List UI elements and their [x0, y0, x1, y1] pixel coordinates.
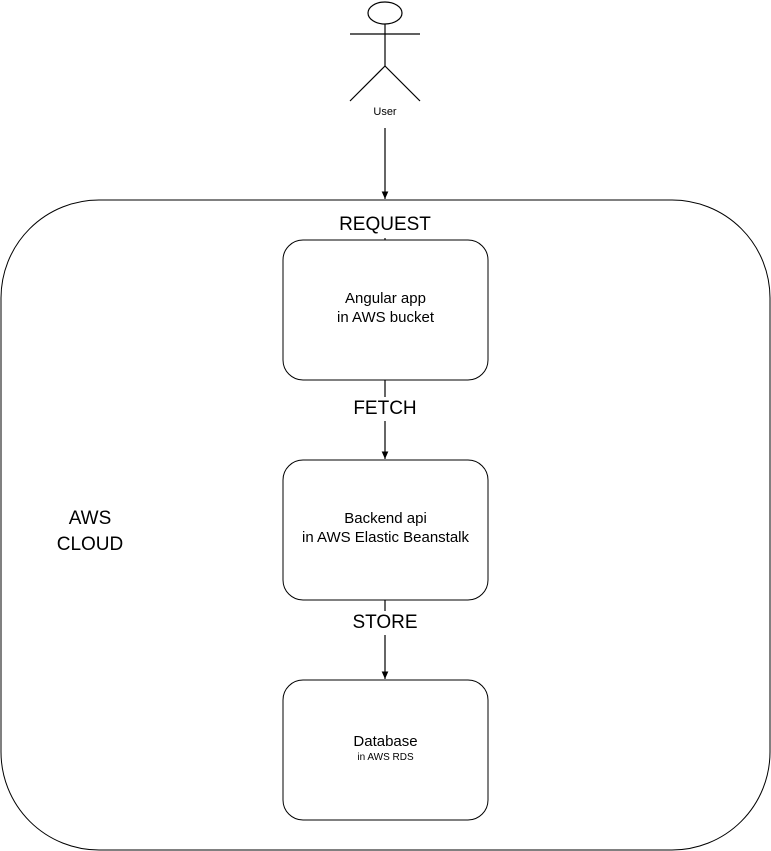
backend-api-text: Backend api in AWS Elastic Beanstalk [283, 510, 488, 548]
store-label: STORE [345, 611, 425, 635]
angular-app-text: Angular app in AWS bucket [283, 290, 488, 328]
database-title: Database [353, 733, 418, 750]
fetch-label: FETCH [343, 397, 427, 421]
request-label: REQUEST [339, 214, 431, 235]
database-node[interactable] [282, 679, 489, 821]
backend-api-title: Backend api [344, 510, 427, 527]
user-label: User [373, 106, 397, 118]
angular-app-title: Angular app [345, 290, 426, 307]
aws-cloud-label: AWS CLOUD [40, 506, 140, 558]
user-actor-icon [349, 1, 421, 102]
backend-api-subtitle: in AWS Elastic Beanstalk [301, 528, 469, 546]
angular-app-subtitle: in AWS bucket [337, 308, 434, 326]
aws-cloud-label-line2: CLOUD [56, 534, 124, 555]
database-subtitle: in AWS RDS [357, 751, 414, 763]
aws-cloud-container [0, 199, 771, 851]
database-text: Database in AWS RDS [283, 733, 488, 764]
aws-cloud-label-line1: AWS [68, 508, 112, 529]
